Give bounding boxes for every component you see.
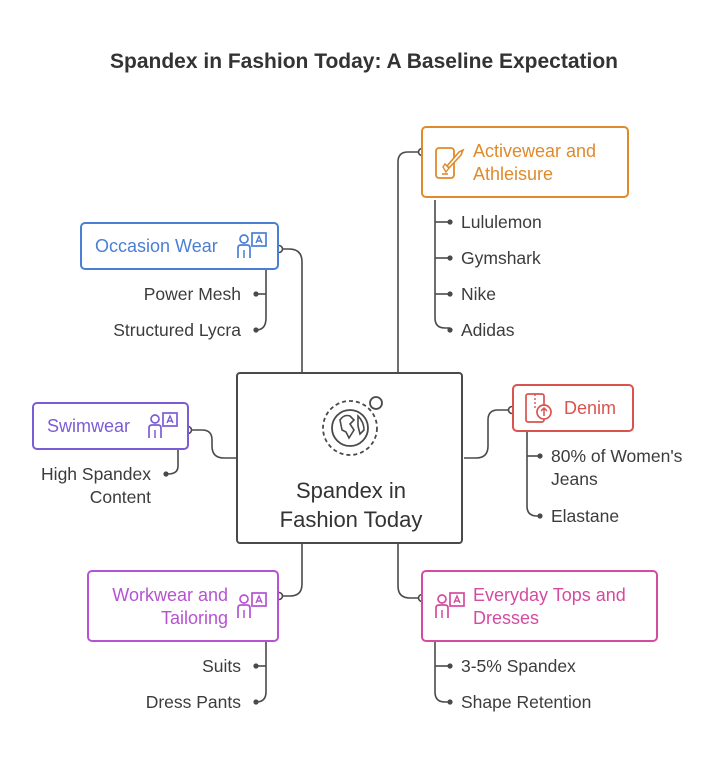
swimwear-item-line2: Content (89, 487, 151, 507)
presenter-icon (237, 592, 267, 618)
list-item: Power Mesh (143, 284, 241, 304)
workwear-label-line1: Workwear and (112, 585, 228, 605)
list-item: 3-5% Spandex (461, 656, 576, 676)
center-label: Spandex in Fashion Today (238, 476, 464, 534)
presenter-icon (148, 412, 178, 438)
denim-item-line2: Jeans (551, 469, 598, 489)
presenter-icon (237, 232, 267, 258)
everyday-label-line2: Dresses (473, 608, 540, 628)
list-item: Structured Lycra (113, 320, 241, 340)
list-item: Nike (461, 284, 497, 304)
list-item: Suits (202, 656, 241, 676)
center-label-line2: Fashion Today (279, 507, 423, 532)
zipper-icon (525, 393, 552, 423)
center-label-line1: Spandex in (295, 478, 407, 503)
branch-occasion-wear (80, 222, 279, 270)
list-item: Shape Retention (461, 692, 592, 712)
presenter-icon (435, 592, 465, 618)
branch-denim-label: Denim (564, 398, 617, 418)
list-item: Dress Pants (145, 692, 241, 712)
activewear-label-line1: Activewear and (473, 141, 597, 161)
center-node (236, 372, 463, 544)
workwear-label-line2: Tailoring (160, 608, 228, 628)
list-item: Gymshark (461, 248, 541, 268)
branch-activewear-label: Activewear and Athleisure (473, 140, 596, 186)
branch-activewear (421, 126, 629, 198)
list-item: Lululemon (461, 212, 542, 232)
branch-workwear-label: Workwear and Tailoring (112, 584, 228, 630)
everyday-label-line1: Everyday Tops and (473, 585, 626, 605)
list-item: Elastane (551, 506, 620, 526)
branch-workwear (87, 570, 279, 642)
swimwear-item-line1: High Spandex (41, 464, 151, 484)
branch-denim (512, 384, 634, 432)
list-item: High Spandex Content (41, 463, 151, 509)
activewear-label-line2: Athleisure (473, 164, 554, 184)
rocket-phone-icon (435, 147, 465, 179)
denim-item-line1: 80% of Women's (551, 446, 683, 466)
branch-everyday-label: Everyday Tops and Dresses (473, 584, 626, 630)
globe-icon (322, 396, 383, 456)
list-item: 80% of Women's Jeans (551, 445, 682, 491)
list-item: Adidas (461, 320, 515, 340)
branch-swimwear-label: Swimwear (47, 416, 131, 436)
diagram-title: Spandex in Fashion Today: A Baseline Exp… (110, 50, 618, 73)
branch-occasion-label: Occasion Wear (95, 236, 218, 256)
